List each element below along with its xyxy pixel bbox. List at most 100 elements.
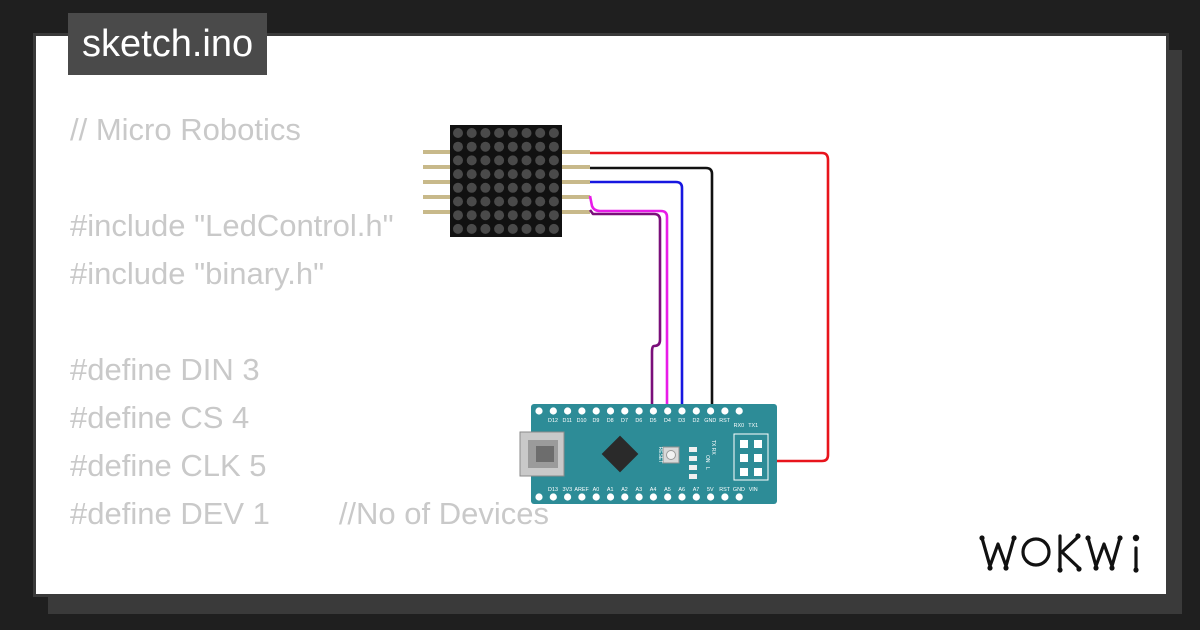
matrix-led bbox=[507, 196, 518, 207]
matrix-led bbox=[480, 128, 491, 138]
file-title-tab[interactable]: sketch.ino bbox=[68, 13, 268, 75]
top-pin-label: TX1 bbox=[748, 423, 758, 429]
matrix-led bbox=[535, 155, 546, 166]
matrix-led bbox=[548, 169, 559, 180]
usb-connector bbox=[519, 431, 565, 477]
top-pin-label: RST bbox=[719, 418, 730, 424]
matrix-led bbox=[466, 210, 477, 221]
matrix-led bbox=[494, 141, 505, 152]
top-pin-label: D8 bbox=[607, 418, 614, 424]
pin-hole bbox=[564, 407, 572, 415]
pin-hole bbox=[721, 407, 729, 415]
matrix-led bbox=[535, 169, 546, 180]
bottom-pin-label: VIN bbox=[749, 487, 758, 493]
pin-hole bbox=[635, 407, 643, 415]
matrix-dots bbox=[453, 128, 559, 234]
code-line: LedControl lc=LedControl(DIN,CLK,CS,DEV)… bbox=[70, 586, 698, 594]
pin-hole bbox=[649, 493, 658, 501]
bottom-pin-label: A3 bbox=[636, 487, 643, 493]
top-pin-holes bbox=[535, 407, 743, 415]
top-pin-label: D6 bbox=[635, 418, 642, 424]
bottom-pin-label: A0 bbox=[593, 487, 600, 493]
matrix-led bbox=[548, 196, 559, 207]
matrix-led bbox=[507, 128, 518, 138]
wires bbox=[588, 151, 830, 496]
code-line: #define DIN 3 bbox=[70, 352, 260, 387]
matrix-led bbox=[453, 182, 463, 193]
matrix-led bbox=[535, 196, 546, 207]
pin-hole bbox=[678, 493, 686, 501]
txrx-label: TX RX bbox=[710, 440, 716, 455]
bottom-pin-label: A7 bbox=[693, 487, 700, 493]
top-pin-label: D7 bbox=[621, 418, 628, 424]
matrix-led bbox=[494, 223, 505, 234]
matrix-led bbox=[535, 223, 546, 234]
led-matrix[interactable] bbox=[423, 125, 590, 237]
top-pin-label: D10 bbox=[577, 418, 587, 424]
pin-hole bbox=[578, 493, 586, 501]
matrix-led bbox=[521, 169, 532, 180]
bottom-pin-label: 3V3 bbox=[563, 487, 573, 493]
matrix-led bbox=[548, 128, 559, 138]
bottom-pin-label: GND bbox=[733, 487, 745, 493]
pin-hole bbox=[535, 493, 543, 501]
pin-hole bbox=[535, 407, 543, 415]
top-pin-label: D12 bbox=[548, 418, 558, 424]
reset-button[interactable] bbox=[662, 446, 680, 464]
matrix-led bbox=[453, 141, 463, 152]
matrix-led bbox=[548, 182, 559, 193]
top-pin-label: GND bbox=[704, 418, 716, 424]
pin-hole bbox=[721, 493, 729, 501]
top-pin-label: D11 bbox=[563, 418, 573, 424]
bottom-pin-holes bbox=[535, 493, 743, 501]
matrix-led bbox=[453, 223, 463, 234]
matrix-led bbox=[453, 210, 463, 221]
pin-hole bbox=[549, 407, 557, 415]
pin-hole bbox=[592, 493, 600, 501]
matrix-led bbox=[548, 223, 559, 234]
matrix-led bbox=[521, 196, 532, 207]
matrix-right-pins bbox=[562, 150, 590, 214]
matrix-led bbox=[466, 196, 477, 207]
icsp-header bbox=[733, 433, 769, 481]
matrix-led bbox=[521, 182, 532, 193]
pin-hole bbox=[578, 407, 586, 415]
bottom-pin-label: AREF bbox=[574, 487, 589, 493]
matrix-led bbox=[480, 155, 491, 166]
matrix-led bbox=[466, 155, 477, 166]
bottom-pin-label: A1 bbox=[607, 487, 614, 493]
matrix-led bbox=[466, 182, 477, 193]
arduino-board bbox=[531, 404, 777, 504]
code-line: #include "LedControl.h" bbox=[70, 208, 394, 243]
top-pin-label: D9 bbox=[592, 418, 599, 424]
matrix-led bbox=[453, 196, 463, 207]
microcontroller-chip bbox=[601, 435, 639, 473]
pin-hole bbox=[692, 493, 700, 501]
matrix-led bbox=[548, 210, 559, 221]
matrix-led bbox=[480, 196, 491, 207]
top-pin-label: D4 bbox=[664, 418, 671, 424]
bottom-pin-label: A2 bbox=[621, 487, 628, 493]
status-leds bbox=[689, 447, 697, 479]
matrix-led bbox=[535, 182, 546, 193]
matrix-led bbox=[521, 141, 532, 152]
matrix-led bbox=[453, 169, 463, 180]
matrix-led bbox=[480, 141, 491, 152]
top-pin-label: RX0 bbox=[734, 423, 745, 429]
code-line: #define CLK 5 bbox=[70, 448, 267, 483]
matrix-led bbox=[521, 155, 532, 166]
pin-hole bbox=[549, 493, 557, 501]
matrix-led bbox=[453, 155, 463, 166]
wire-gnd bbox=[590, 166, 714, 408]
top-pin-label: D3 bbox=[678, 418, 685, 424]
bottom-pin-label: RST bbox=[719, 487, 730, 493]
pin-hole bbox=[678, 407, 686, 415]
on-label: ON bbox=[704, 455, 710, 463]
matrix-body bbox=[450, 125, 562, 237]
matrix-led bbox=[453, 128, 463, 138]
bottom-pin-label: 5V bbox=[707, 487, 714, 493]
